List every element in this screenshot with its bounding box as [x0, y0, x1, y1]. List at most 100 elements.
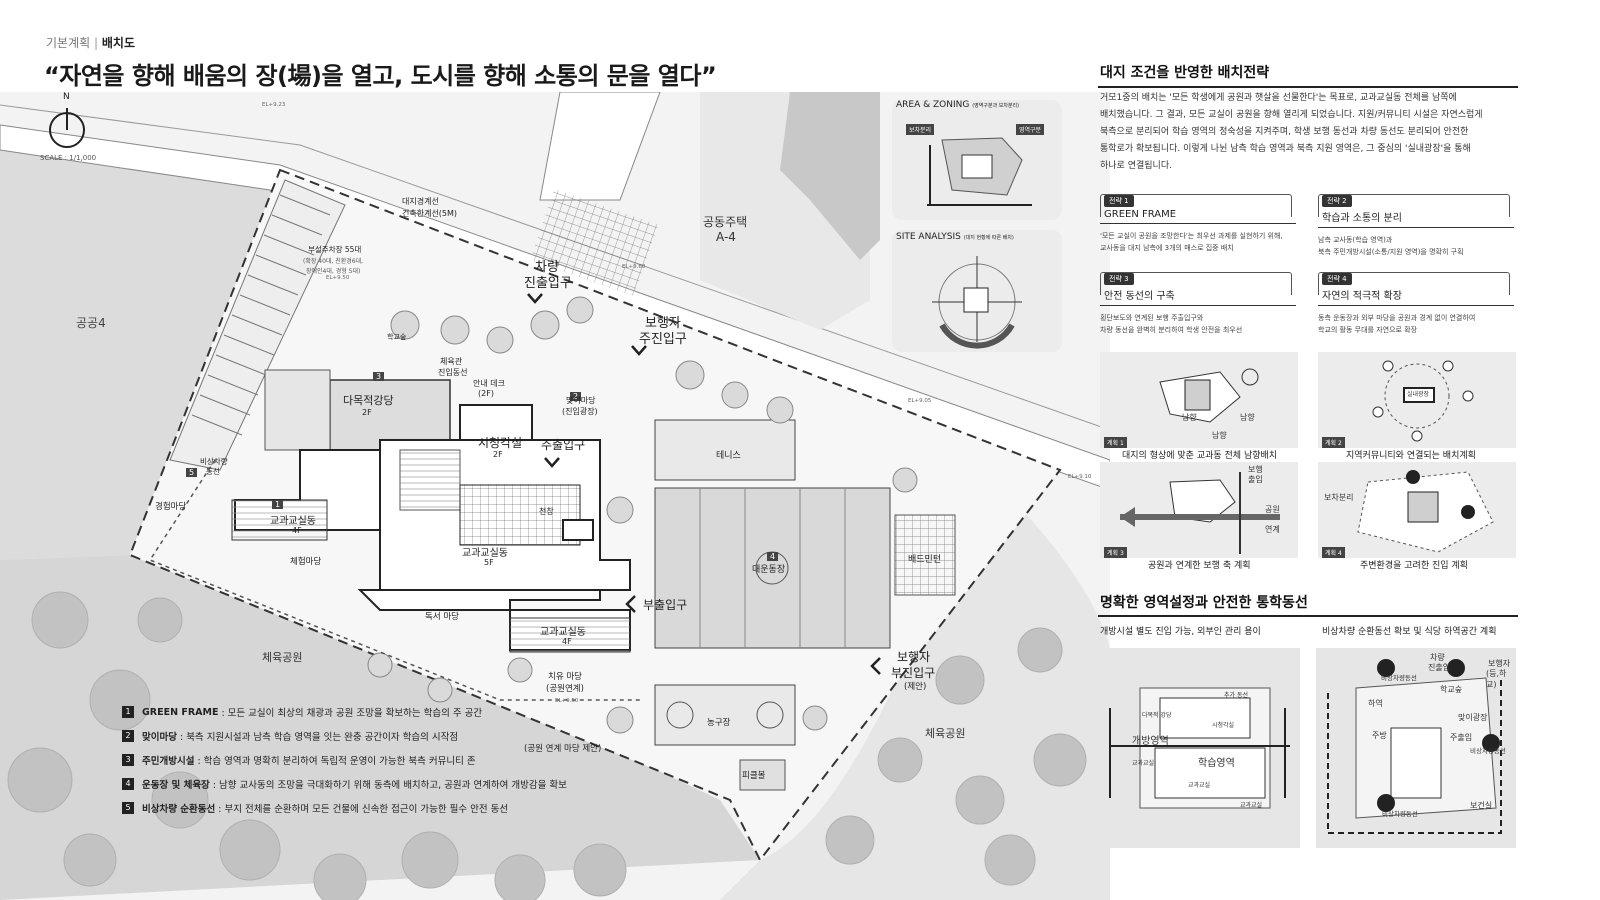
tag-ped-car: 보차분리 [906, 124, 935, 135]
sports-park-label-1: 체육공원 [262, 651, 303, 664]
legend-num-4: 4 [122, 778, 134, 790]
legend-title-3: 주민개방시설 [142, 756, 195, 767]
link-label: 연계 [1265, 525, 1280, 534]
park-label: 공원 [1265, 505, 1280, 514]
site-plan: 1 2 3 4 5 N SCALE : 1/1,000 공공4 공동주택 A-4… [0, 92, 1110, 900]
park-yard-label: (공원 연계 마당 제안) [524, 744, 602, 754]
area-zoning-panel: AREA & ZONING (영역구분과 보차분리) 보차분리 영역구분 [892, 100, 1062, 220]
strategy-card-2: 전략 2 학습과 소통의 분리 남측 교사동(학습 영역)과 북측 주민개방시설… [1318, 188, 1514, 258]
el-label-3: EL+9.05 [908, 398, 932, 404]
strategy-card-3: 전략 3 안전 동선의 구축 횡단보도와 연계된 보행 주출입구와 차량 동선을… [1100, 266, 1296, 336]
basketball-label: 농구장 [707, 718, 731, 728]
plan-diagram-4: 보차분리 계획 4 [1318, 462, 1516, 558]
gym-entry-label-2: 진입동선 [438, 368, 468, 377]
welcome-plaza-label: 맞이광장 [1458, 713, 1488, 722]
class-block-b-label: 교과교실동 [462, 548, 508, 559]
boundary-label-1: 대지경계선 [402, 197, 439, 206]
apartment-label-1: 공동주택 [703, 215, 748, 229]
scale-label: SCALE : 1/1,000 [40, 154, 97, 162]
exp-yard-label: 경험마당 [155, 502, 187, 512]
north-label: N [63, 92, 70, 102]
parking-label-2: (확장 40대, 친환경6대, [303, 258, 364, 265]
info-desk-label-2: (2F) [478, 389, 494, 398]
circulation-title: 명확한 영역설정과 안전한 통학동선 [1100, 595, 1308, 611]
card-desc-3a: 횡단보도와 연계된 보행 주출입구와 [1100, 314, 1204, 322]
strategy-card-4: 전략 4 자연의 적극적 확장 동측 운동장과 외부 마당을 공원과 경계 없이… [1318, 266, 1514, 336]
health-room-label: 보건실 [1470, 801, 1493, 810]
classroom-label-3: 교과교실 [1240, 802, 1263, 809]
card-desc-4a: 동측 운동장과 외부 마당을 공원과 경계 없이 연결하여 [1318, 314, 1476, 322]
tennis-label: 테니스 [716, 451, 741, 461]
card-desc-1b: 교사동을 대지 남측에 3개의 매스로 집중 배치 [1100, 244, 1234, 252]
plan-diagram-2: 실내광장 계획 2 [1318, 352, 1516, 448]
plan-tag-3: 계획 3 [1104, 547, 1127, 558]
area-zoning-subtitle: (영역구분과 보차분리) [972, 103, 1020, 109]
vehicle-entry-label-2: 진출입구 [524, 276, 572, 291]
plan-diagram-3: 보행 출입 공원 연계 계획 3 [1100, 462, 1298, 558]
legend-desc-3: : 학습 영역과 명확히 분리하여 독립적 운영이 가능한 북측 커뮤니티 존 [197, 756, 476, 767]
plan-caption-3: 공원과 연계한 보행 축 계획 [1148, 561, 1251, 571]
tennis-court [654, 419, 796, 481]
legend-desc-2: : 북측 지원시설과 남측 학습 영역을 잇는 완충 공간이자 학습의 시작점 [179, 732, 459, 743]
circulation-left-caption: 개방시설 별도 진입 가능, 외부인 관리 용이 [1100, 627, 1261, 637]
indoor-plaza-label: 실내광장 [1407, 391, 1430, 398]
strategy-paragraph: 거모1중의 배치는 '모든 학생에게 공원과 햇살을 선물한다'는 목표로, 교… [1100, 90, 1520, 175]
el-label-4: EL+9.10 [1068, 474, 1092, 480]
legend-row: 4 운동장 및 체육장 : 남향 교사동의 조망을 극대화하기 위해 동측에 배… [122, 772, 642, 796]
legend-num-1: 1 [122, 706, 134, 718]
pickleball-court [739, 759, 786, 791]
av-room-floor: 2F [493, 450, 503, 459]
badminton-court [894, 514, 956, 596]
plan-tag-1: 계획 1 [1104, 437, 1127, 448]
vehicle-in-label-2: 진출입 [1428, 663, 1451, 672]
card-title-1: GREEN FRAME [1100, 207, 1296, 224]
legend-row: 3 주민개방시설 : 학습 영역과 명확히 분리하여 독립적 운영이 가능한 북… [122, 748, 642, 772]
plan-caption-1: 대지의 형상에 맞춘 교과동 전체 남향배치 [1122, 451, 1278, 461]
plan-caption-2: 지역커뮤니티와 연결되는 배치계획 [1346, 451, 1476, 461]
card-title-3: 안전 동선의 구축 [1100, 285, 1296, 306]
pickleball-label: 피클볼 [742, 771, 766, 781]
emergency-label-1: 비상차량 [200, 457, 228, 466]
card-tag-3: 전략 3 [1104, 273, 1134, 285]
parking-label-3: 장애인4대, 경형 5대) [306, 268, 361, 275]
legend-title-1: GREEN FRAME [142, 706, 219, 718]
multi-hall-label: 다목적강당 [343, 394, 394, 407]
classroom-label-2: 교과교실 [1188, 782, 1211, 789]
pe-yard-label: 체험마당 [290, 557, 322, 567]
parking-area [169, 179, 346, 471]
healing-yard-label-2: (공원연계) [546, 684, 584, 694]
marker-3: 3 [373, 372, 385, 381]
plan-caption-4: 주변환경을 고려한 진입 계획 [1360, 561, 1468, 571]
side-road [539, 92, 661, 201]
card-title-2: 학습과 소통의 분리 [1318, 207, 1514, 228]
school-forest-mini-label: 학교숲 [1440, 685, 1463, 694]
parking-label-1: 부설주차장 55대 [308, 245, 362, 254]
legend-title-5: 비상차량 순환동선 [142, 804, 216, 815]
plan-tag-2: 계획 2 [1322, 437, 1345, 448]
ped-main-entry-label-2: 주진입구 [639, 332, 687, 347]
gym-entry-label-1: 체육관 [440, 357, 463, 366]
card-desc-2b: 북측 주민개방시설(소통/지원 영역)을 명확히 구획 [1318, 248, 1464, 256]
strategy-line: 북측으로 분리되어 학습 영역의 정숙성을 지켜주며, 학생 보행 동선과 차량… [1100, 127, 1469, 137]
strategy-line: 통학로가 확보됩니다. 이렇게 나뉜 남측 학습 영역과 북측 지원 영역은, … [1100, 144, 1471, 154]
circulation-rule [1098, 615, 1518, 617]
strategy-rule [1098, 86, 1518, 88]
legend-desc-5: : 부지 전체를 순환하며 모든 건물에 신속한 접근이 가능한 필수 안전 동… [218, 804, 509, 815]
marker-4: 4 [767, 552, 779, 561]
public-zone-area [0, 130, 285, 560]
site-analysis-subtitle: (대지 현황에 따른 배치) [963, 235, 1014, 241]
crosswalk [529, 189, 659, 296]
legend-title-4: 운동장 및 체육장 [142, 780, 210, 791]
ped-label-1: 보행자 [1488, 659, 1511, 668]
tag-zoning: 영역구분 [1016, 124, 1045, 135]
entry-label: 출입 [1248, 475, 1263, 484]
ped-sub-entry-label-2: 부진입구 [891, 666, 936, 680]
plan-tag-4: 계획 4 [1322, 547, 1345, 558]
legend-num-3: 3 [122, 754, 134, 766]
card-title-4: 자연의 적극적 확장 [1318, 285, 1514, 306]
emergency-mini-label-2: 비상차량동선 [1470, 747, 1506, 755]
page-title: “자연을 향해 배움의 장(場)을 열고, 도시를 향해 소통의 문을 열다” [44, 62, 717, 90]
emergency-mini-label-3: 비상차량동선 [1382, 810, 1418, 818]
marker-5: 5 [186, 468, 198, 477]
strategy-line: 거모1중의 배치는 '모든 학생에게 공원과 햇살을 선물한다'는 목표로, 교… [1100, 93, 1457, 103]
